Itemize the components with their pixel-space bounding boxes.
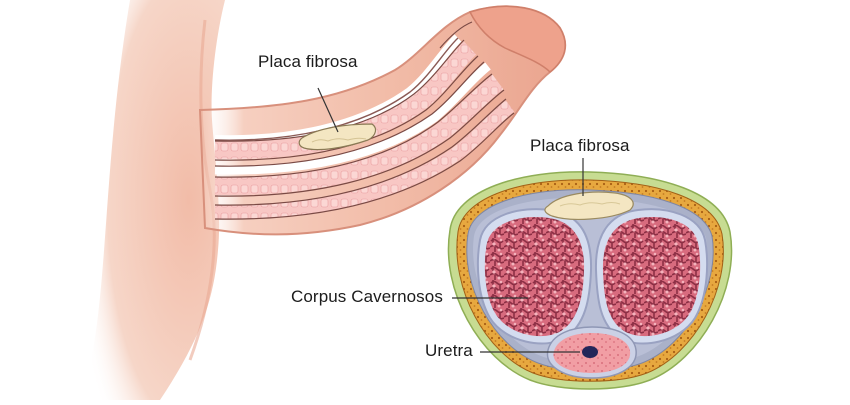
plaque-side	[298, 123, 377, 151]
label-urethra: Uretra	[425, 341, 473, 360]
label-plaque-side: Placa fibrosa	[258, 52, 358, 71]
label-plaque-section: Placa fibrosa	[530, 136, 630, 155]
urethra-section	[546, 326, 637, 379]
plaque-section	[544, 191, 634, 220]
shaft-side-view	[198, 5, 567, 236]
cross-section	[447, 171, 733, 390]
left-corpus-cavernosum	[476, 208, 593, 345]
leader-plaque-side	[317, 87, 339, 133]
right-corpus-cavernosum	[594, 208, 709, 345]
label-corpora: Corpus Cavernosos	[291, 287, 443, 306]
